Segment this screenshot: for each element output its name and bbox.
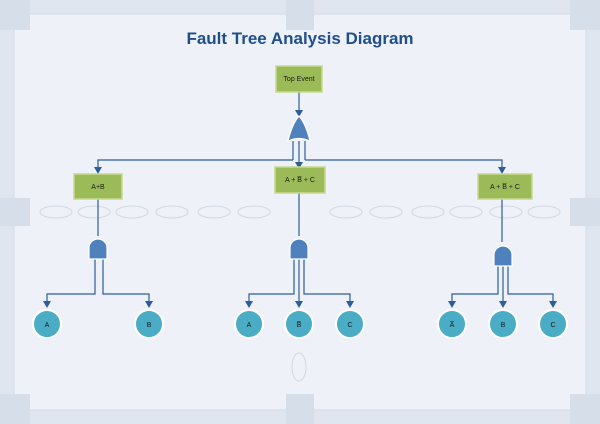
basic-event-right-3-label: C — [550, 322, 555, 329]
basic-event-right-2-label: B — [501, 322, 506, 329]
and-gate-icon-center[interactable] — [289, 238, 309, 260]
basic-event-right-1-label: A̅ — [449, 321, 455, 329]
basic-event-center-3-label: C — [347, 322, 352, 329]
basic-event-center-1-label: A — [247, 322, 252, 329]
faint-ellipses — [39, 205, 561, 382]
basic-event-left-1[interactable] — [32, 309, 62, 339]
diagram-title: Fault Tree Analysis Diagram — [186, 29, 413, 48]
basic-event-left-2[interactable] — [134, 309, 164, 339]
event-box-left[interactable]: A+B — [73, 173, 123, 200]
basic-event-center-1[interactable] — [234, 309, 264, 339]
arrowheads — [43, 110, 557, 308]
top-event-label: Top Event — [283, 76, 314, 83]
basic-event-center-3[interactable] — [335, 309, 365, 339]
or-gate-icon[interactable] — [287, 115, 311, 143]
and-gate-icon-right[interactable] — [493, 245, 513, 267]
basic-events — [32, 309, 568, 339]
basic-event-labels: A B A B̅ C A̅ B C — [45, 321, 556, 329]
event-box-center[interactable]: A + B̅ + C — [274, 166, 326, 194]
event-center-label: A + B̅ + C — [285, 176, 315, 184]
basic-event-center-2-label: B̅ — [296, 321, 302, 329]
and-gate-icon-left[interactable] — [88, 238, 108, 260]
event-left-label: A+B — [91, 184, 105, 191]
basic-event-right-1[interactable] — [437, 309, 467, 339]
basic-event-right-3[interactable] — [538, 309, 568, 339]
top-event-box[interactable]: Top Event — [275, 65, 323, 93]
basic-event-right-2[interactable] — [488, 309, 518, 339]
basic-event-center-2[interactable] — [284, 309, 314, 339]
basic-event-left-2-label: B — [147, 322, 152, 329]
event-box-right[interactable]: A + B̅ + C — [477, 173, 533, 200]
basic-event-left-1-label: A — [45, 322, 50, 329]
event-right-label: A + B̅ + C — [490, 183, 520, 191]
connector-lines — [46, 92, 554, 304]
